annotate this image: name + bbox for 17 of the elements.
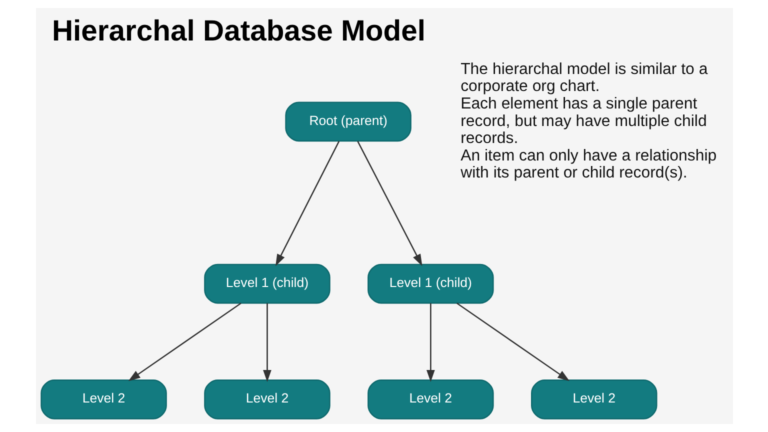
- arrow: [356, 140, 422, 266]
- arrow: [426, 303, 434, 382]
- arrow: [128, 302, 241, 382]
- node-box: Level 1 (child): [367, 264, 494, 304]
- node-box: Level 2: [40, 379, 166, 420]
- node-box: Root (parent): [284, 102, 411, 142]
- node-box: Level 2: [530, 379, 657, 420]
- node-box: Level 2: [367, 379, 494, 420]
- arrow: [456, 302, 570, 382]
- node-box: Level 2: [204, 379, 330, 420]
- label: The hierarchal model is similar to a corporate org chart.: [460, 60, 708, 96]
- label: Each element has a single parent record, but may have multiple child records.: [460, 95, 706, 148]
- arrow: [262, 303, 271, 382]
- node-box: Level 1 (child): [204, 264, 330, 304]
- label: An item can only have a relationship with its parent or child record(s).: [460, 147, 716, 182]
- arrow: [275, 140, 340, 266]
- diagram-title: Hierarchal Database Model: [51, 16, 425, 48]
